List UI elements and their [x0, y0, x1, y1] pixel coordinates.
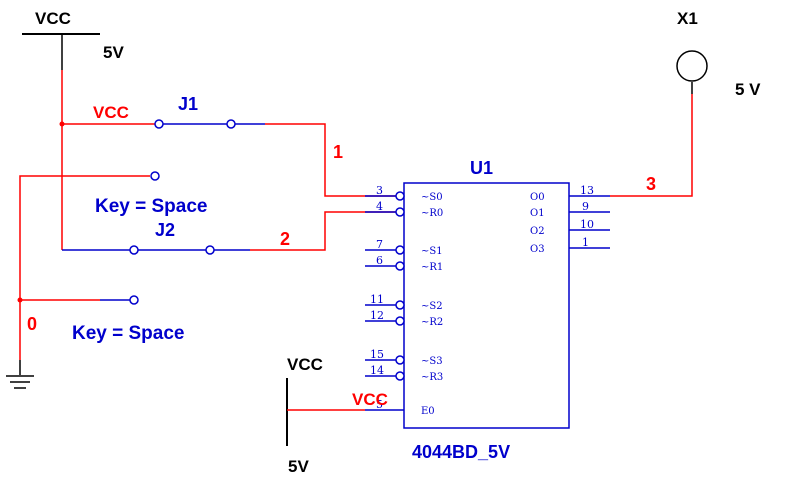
- pin-num: 9: [582, 200, 589, 213]
- pin-num: 5: [376, 398, 383, 411]
- pin-name: ~R0: [421, 208, 443, 219]
- pin-name: O2: [530, 226, 545, 237]
- pin-num: 1: [582, 236, 589, 249]
- net-label-3: 3: [646, 174, 656, 194]
- pin-num: 14: [370, 364, 384, 377]
- pin-name: O1: [530, 208, 545, 219]
- j1-net-label: VCC: [93, 103, 129, 122]
- ic-left-pins: [365, 191, 405, 411]
- j1-key-label: Key = Space: [95, 196, 208, 217]
- probe-x1[interactable]: [676, 50, 708, 94]
- net-label-1: 1: [333, 142, 343, 162]
- switch-j1-open-contact: [150, 171, 160, 181]
- pin-name: O0: [530, 192, 545, 203]
- j2-label: J2: [155, 220, 175, 240]
- ic-u1[interactable]: [403, 182, 570, 429]
- vcc-top-voltage: 5V: [103, 43, 124, 62]
- pin-num: 3: [376, 184, 383, 197]
- wire-net-2: [250, 211, 396, 251]
- wire-net-3: [610, 94, 693, 197]
- vcc-bottom-symbol[interactable]: [286, 378, 365, 446]
- ic-right-pins: [569, 195, 610, 249]
- pin-num: 11: [370, 293, 384, 306]
- ground-icon: [6, 360, 34, 389]
- pin-num: 12: [370, 309, 384, 322]
- pin-num: 10: [580, 218, 594, 231]
- pin-name: ~S1: [421, 246, 443, 257]
- pin-name: ~S3: [421, 356, 443, 367]
- pin-num: 6: [376, 254, 383, 267]
- probe-voltage: 5 V: [735, 80, 761, 99]
- j2-key-label: Key = Space: [72, 323, 185, 344]
- pin-name: ~R1: [421, 262, 443, 273]
- pin-name: E0: [421, 406, 435, 417]
- net-label-0: 0: [27, 314, 37, 334]
- pin-num: 15: [370, 348, 384, 361]
- ic-part-label: 4044BD_5V: [412, 442, 510, 462]
- switch-bottom-contact: [129, 295, 139, 305]
- switch-j1[interactable]: [154, 119, 265, 129]
- pin-num: 7: [376, 238, 383, 251]
- wire-net-1: [265, 123, 396, 197]
- vcc-top-label: VCC: [35, 9, 71, 28]
- pin-name: O3: [530, 244, 545, 255]
- pin-name: ~S2: [421, 301, 443, 312]
- j1-label: J1: [178, 94, 198, 114]
- ic-vcc-net-label: VCC: [352, 390, 388, 409]
- switch-j2[interactable]: [129, 245, 250, 255]
- pin-num: 13: [580, 184, 594, 197]
- probe-label: X1: [677, 9, 698, 28]
- net-label-2: 2: [280, 229, 290, 249]
- pin-name: ~R3: [421, 372, 443, 383]
- pin-name: ~S0: [421, 192, 443, 203]
- pin-num: 4: [376, 200, 383, 213]
- pin-name: ~R2: [421, 317, 443, 328]
- vcc-bottom-label: VCC: [287, 355, 323, 374]
- ic-ref-label: U1: [470, 158, 493, 178]
- vcc-bottom-voltage: 5V: [288, 457, 309, 476]
- vcc-top-symbol[interactable]: VCC 5V: [22, 9, 124, 70]
